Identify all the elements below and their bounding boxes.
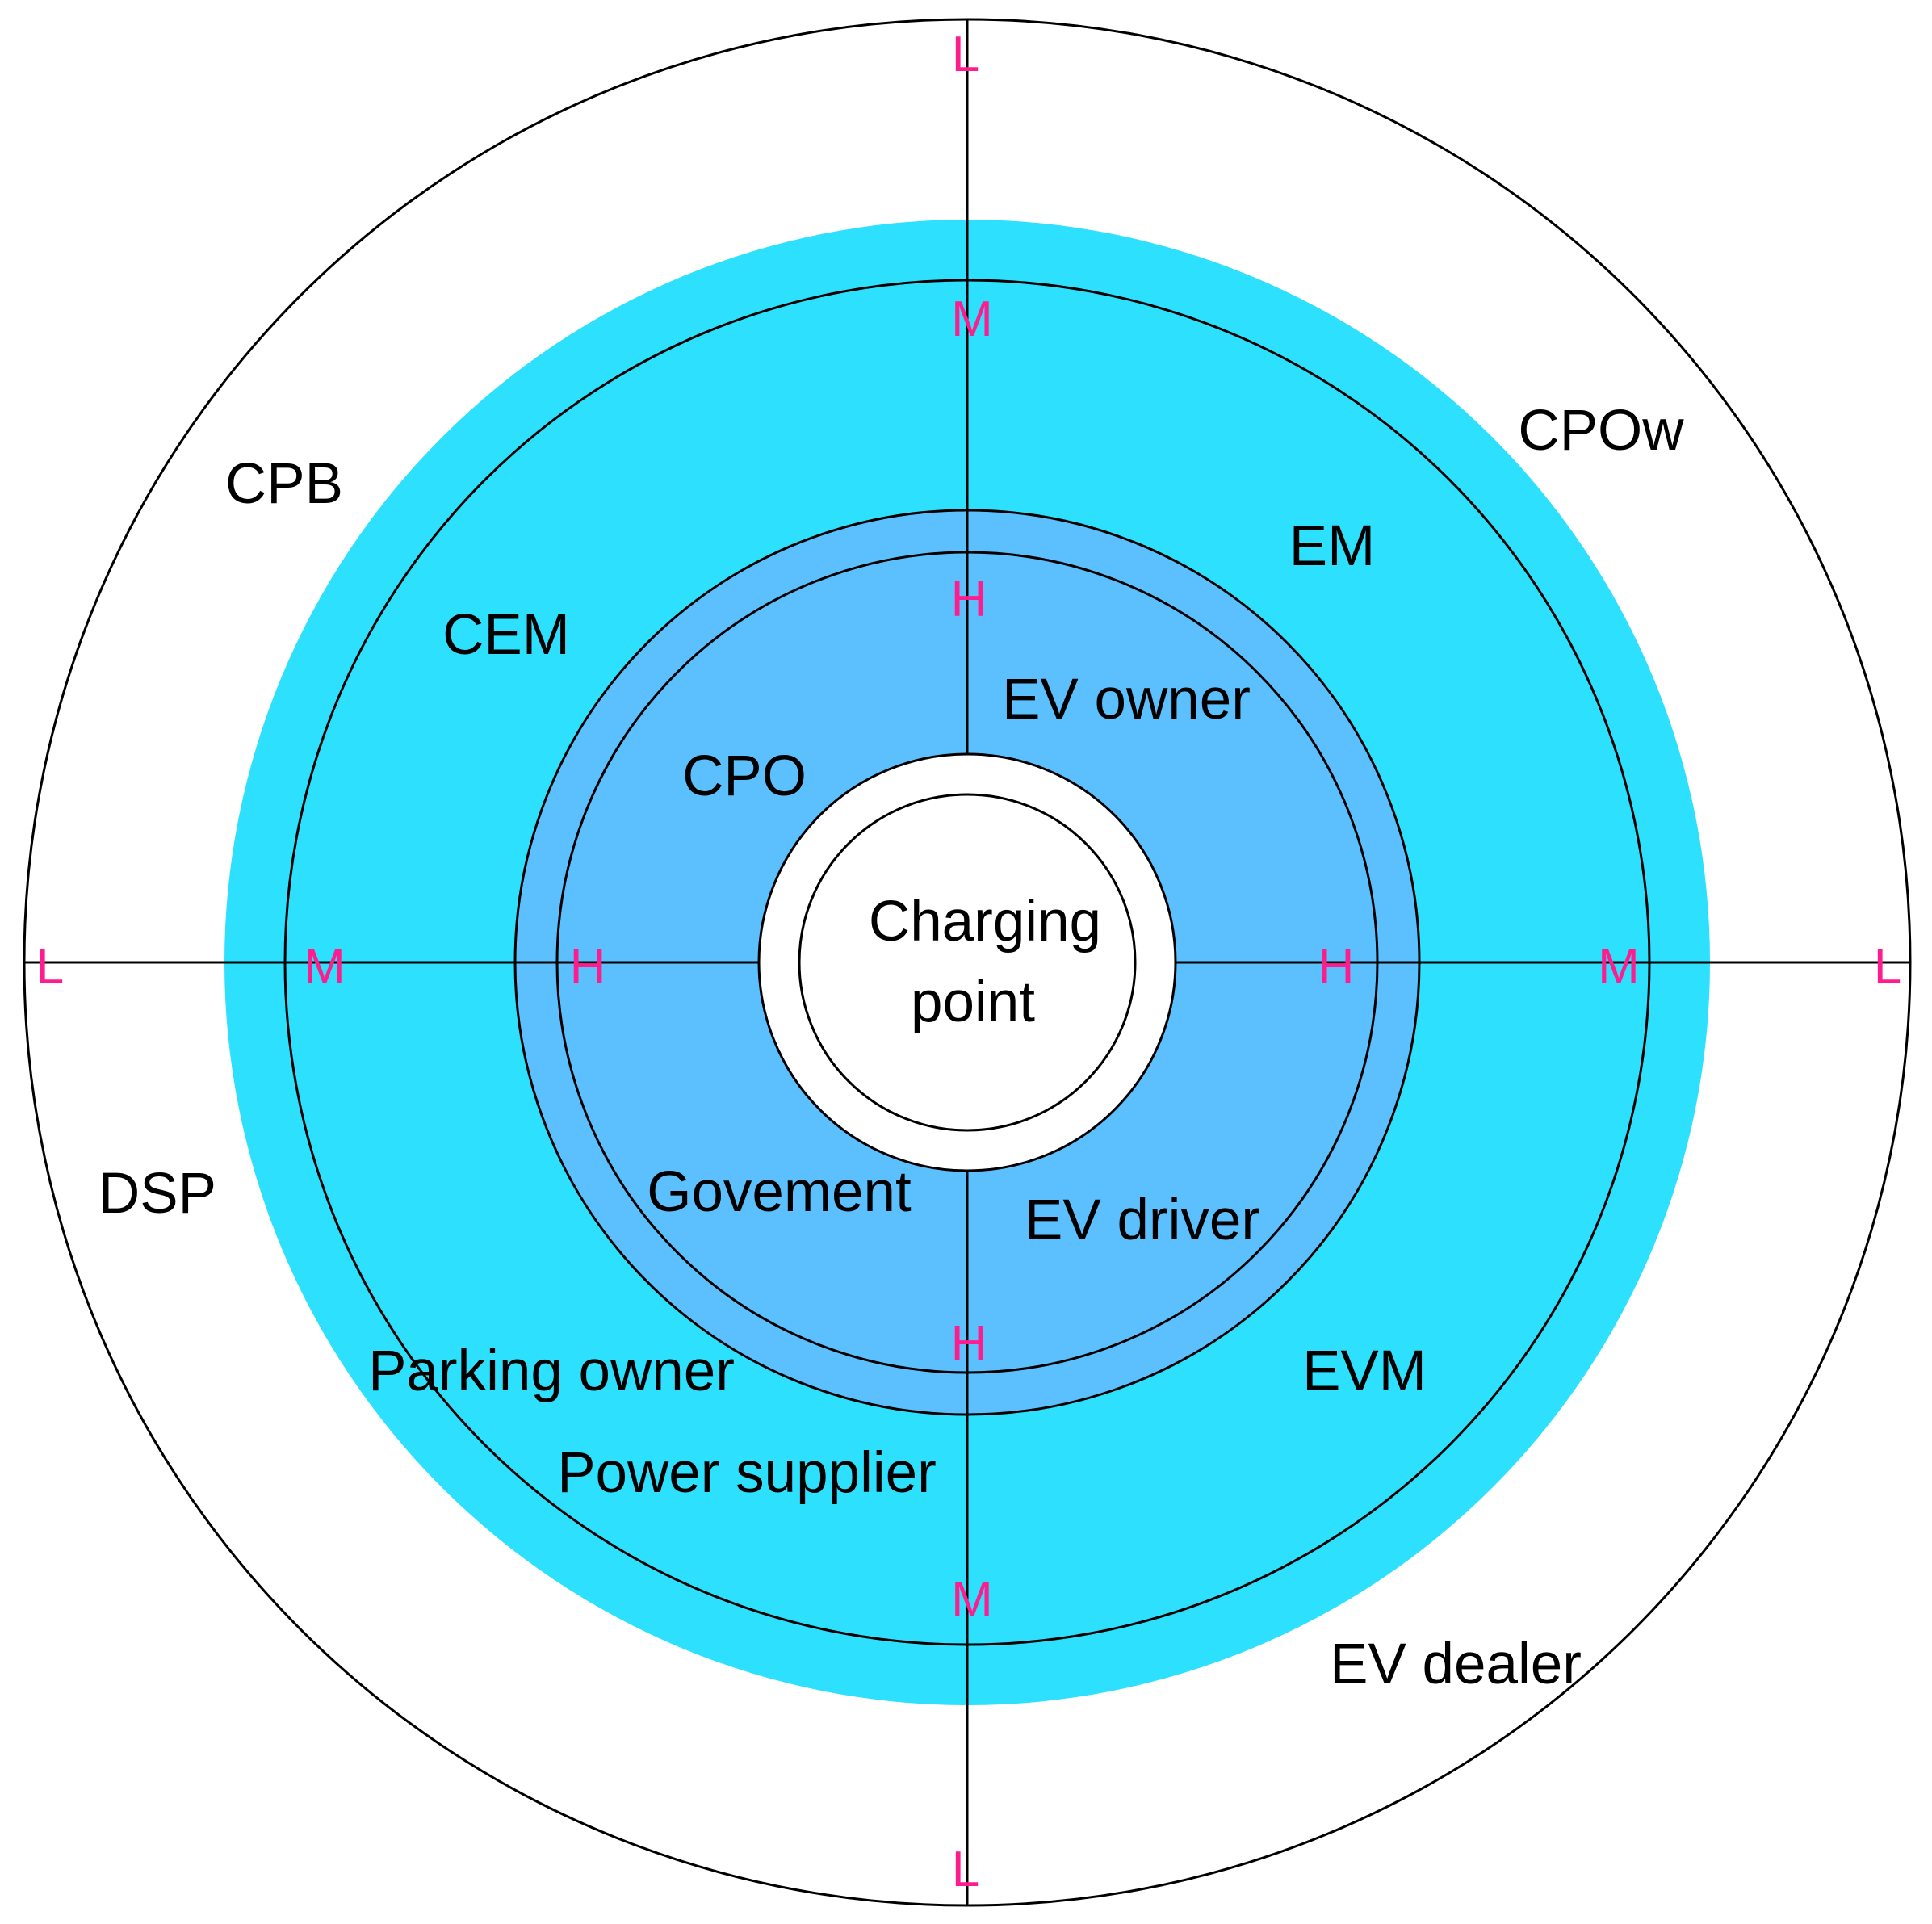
level-marker-low-bottom: L [952,1842,979,1897]
level-marker-medium-right: M [1598,939,1640,995]
level-marker-high-right: H [1318,939,1355,995]
level-marker-medium-top: M [951,291,993,347]
level-marker-high-bottom: H [951,1316,987,1372]
stakeholder-evm: EVM [1302,1339,1427,1403]
level-marker-low-left: L [36,939,64,995]
stakeholder-parking-owner: Parking owner [368,1339,735,1403]
stakeholder-ev-owner: EV owner [1002,668,1251,731]
level-marker-medium-bottom: M [951,1572,993,1628]
center-label-line2: point [911,970,1035,1034]
stakeholder-cpb: CPB [225,452,343,516]
level-marker-medium-left: M [304,939,346,995]
stakeholder-dsp: DSP [98,1162,216,1226]
stakeholder-em: EM [1289,514,1376,578]
stakeholder-cpow: CPOw [1518,399,1684,463]
stakeholder-ev-driver: EV driver [1025,1188,1260,1252]
level-marker-high-top: H [951,572,987,627]
level-marker-low-right: L [1874,939,1901,995]
stakeholder-power-supplier: Power supplier [557,1441,937,1505]
stakeholder-ev-dealer: EV dealer [1330,1633,1582,1696]
center-label-line1: Charging [869,890,1101,954]
stakeholder-cpo: CPO [682,744,807,808]
level-marker-high-left: H [570,939,606,995]
level-marker-low-top: L [952,27,979,82]
stakeholder-govement: Govement [647,1160,912,1224]
stakeholder-cem: CEM [442,603,570,667]
center-inner-circle [798,793,1137,1132]
